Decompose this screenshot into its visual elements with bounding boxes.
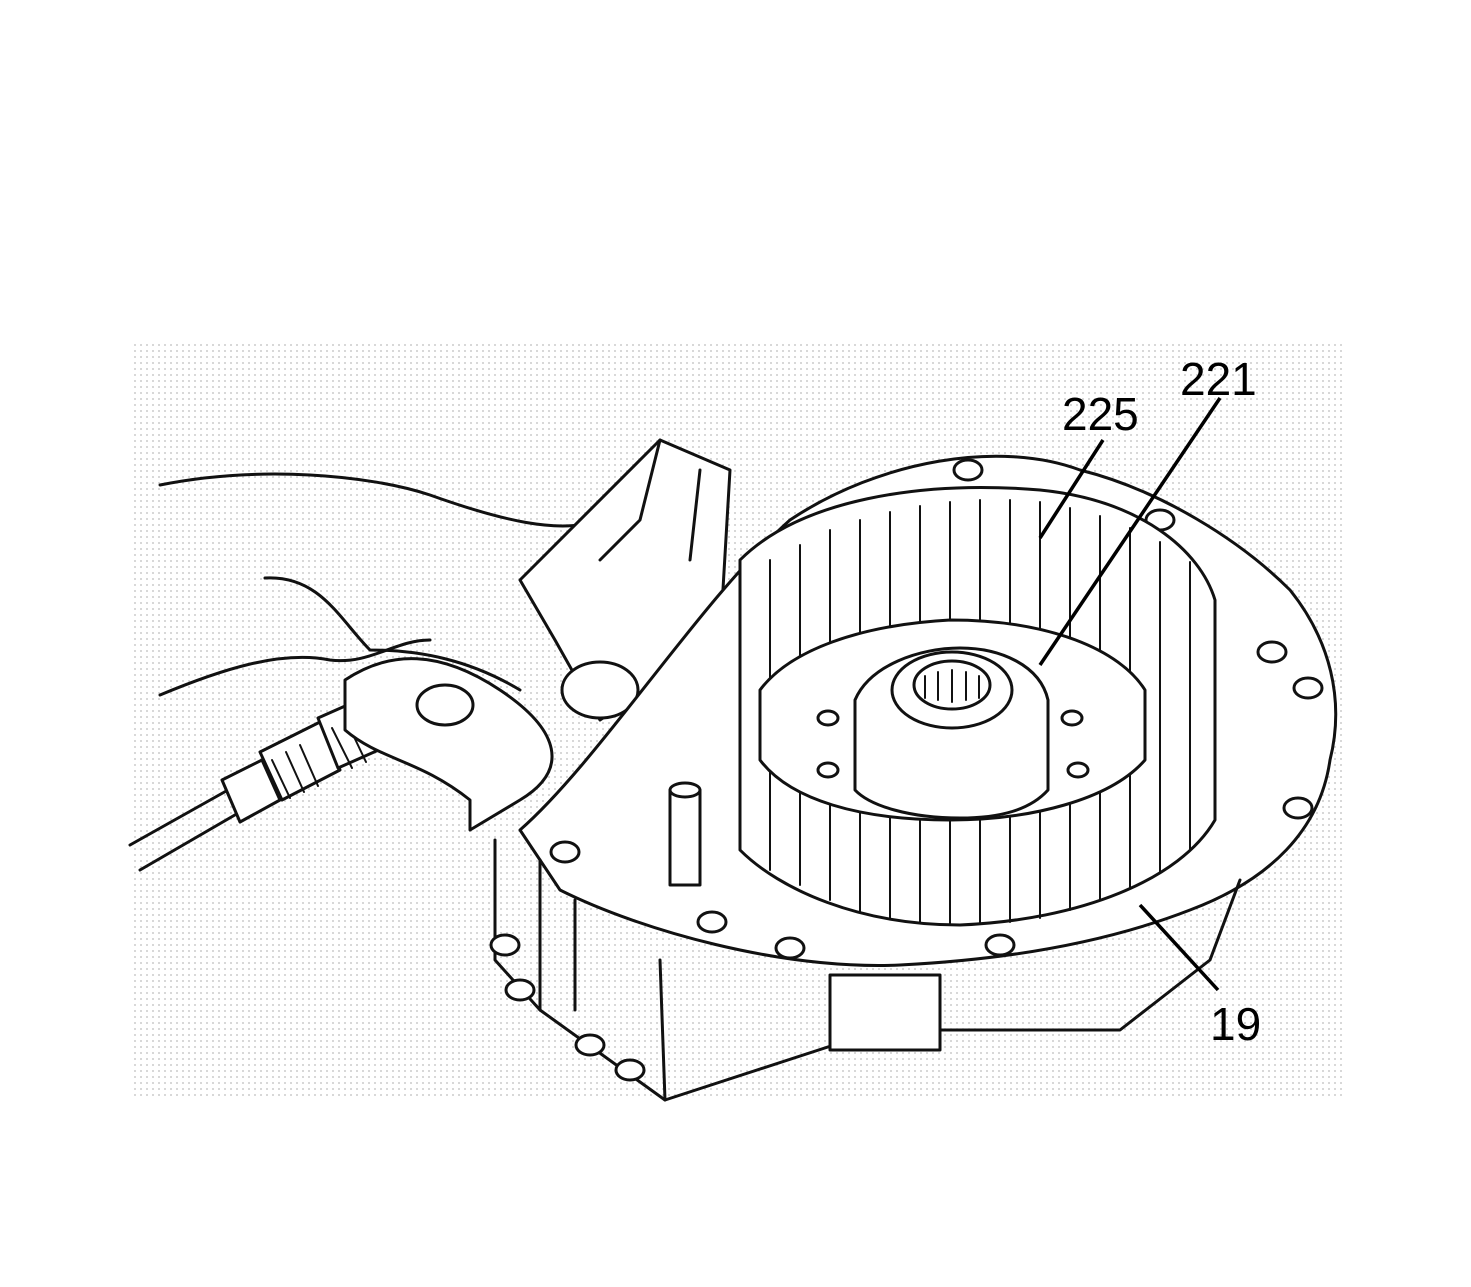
pin-post — [668, 781, 702, 887]
callout-221: 221 — [1180, 353, 1257, 405]
callout-225: 225 — [1062, 388, 1139, 440]
callout-19: 19 — [1210, 998, 1261, 1050]
clutch-drum-assembly — [738, 486, 1217, 927]
hand-holding-tool — [158, 438, 732, 832]
leader-221 — [1038, 397, 1222, 666]
leader-19 — [1138, 903, 1220, 992]
leader-225 — [1038, 439, 1105, 539]
